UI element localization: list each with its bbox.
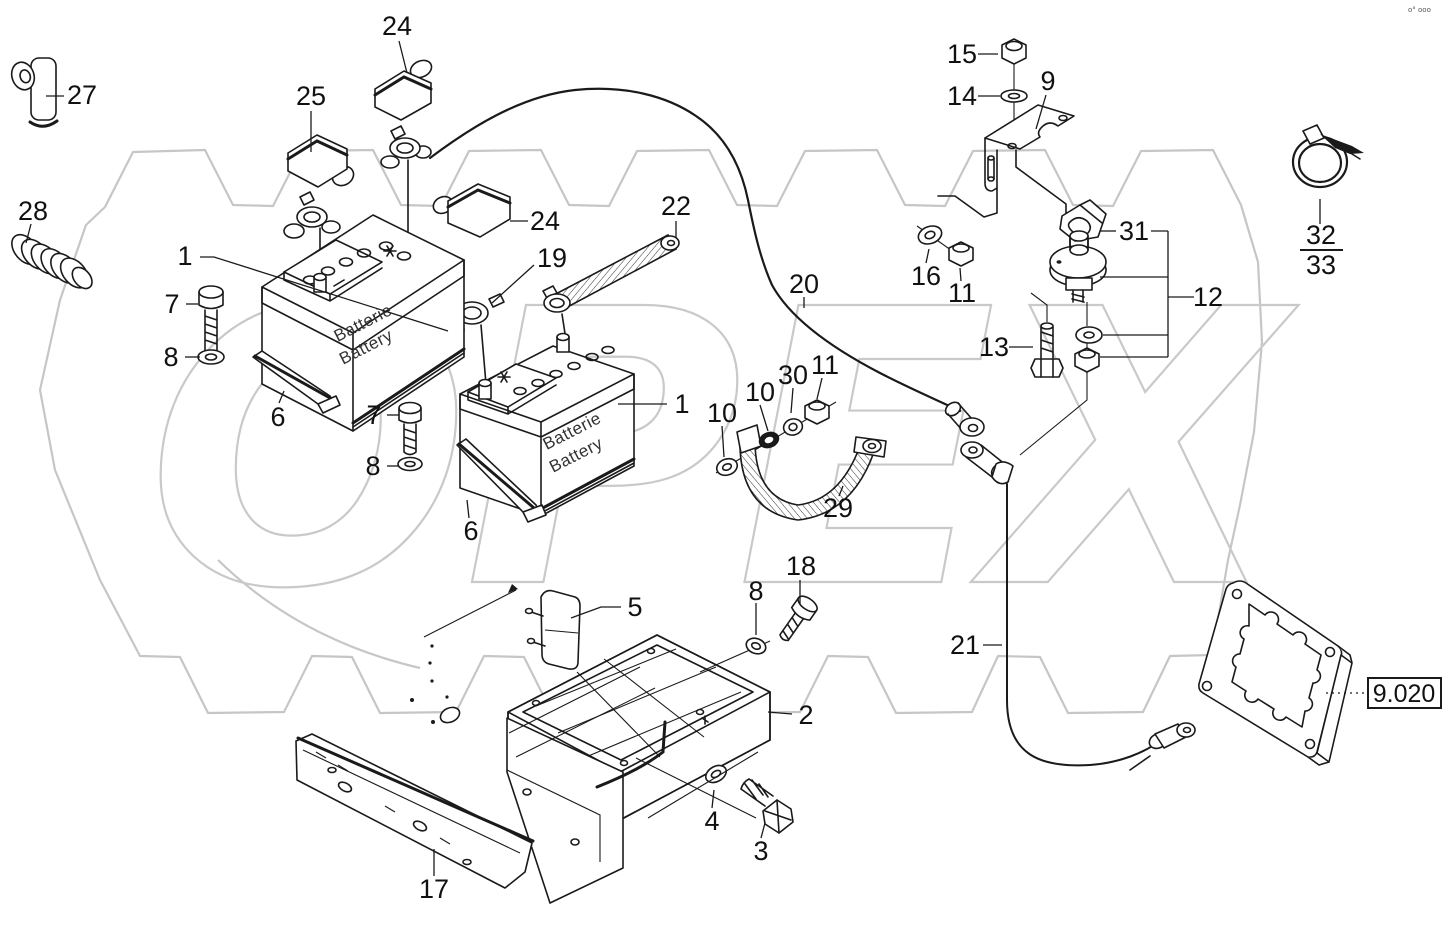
callout-32: 32 [1306,220,1336,250]
battery-1: Batterie Battery [261,214,466,432]
washer-14 [1000,89,1028,103]
callout-20: 20 [789,269,819,299]
nut-11-terminal [948,241,974,267]
callout-33: 33 [1306,250,1336,280]
callout-6: 6 [270,402,285,432]
nut-15 [1001,38,1027,65]
callout-2: 2 [798,700,813,730]
washer-8-left [197,349,225,365]
callout-8: 8 [365,451,380,481]
callout-31: 31 [1119,216,1149,246]
callout-10: 10 [707,398,737,428]
cable-20 [428,87,962,413]
callout-29: 29 [823,493,853,523]
callout-7: 7 [164,289,179,319]
reference-box-9020[interactable]: 9.020 [1326,677,1442,709]
ground-strap-29 [715,399,887,521]
callout-17: 17 [419,874,449,904]
callout-3: 3 [753,836,768,866]
callout-8: 8 [163,342,178,372]
callout-28: 28 [18,196,48,226]
callout-14: 14 [947,81,977,111]
callout-4: 4 [704,806,719,836]
battery-clamp-bar-6a [252,350,341,414]
watermark-gear [38,148,1264,715]
callout-27: 27 [67,80,97,110]
mounting-bracket-17 [295,666,667,904]
callout-21: 21 [950,630,980,660]
terminal-cover-24-top [373,59,433,121]
corrugated-tube-28 [11,233,93,290]
callout-30: 30 [778,360,808,390]
bolt-7-left [198,285,224,356]
cable-tie-32-33 [1291,124,1364,189]
callout-11: 11 [948,278,976,308]
corner-mark: o° ooo [1408,6,1431,14]
callout-18: 18 [786,551,816,581]
washer-4 [704,764,728,784]
bolt-18 [699,595,818,673]
callout-25: 25 [296,81,326,111]
callout-11: 11 [811,350,839,380]
battery-clamp-under-25 [283,191,341,277]
callout-10: 10 [745,377,775,407]
callout-13: 13 [979,332,1009,362]
bracket-9-plate [984,104,1075,150]
callout-12: 12 [1193,282,1223,312]
clamp-31 [1059,199,1107,242]
electronic-module [1198,580,1353,766]
callout-1: 1 [177,241,192,271]
callout-22: 22 [661,191,691,221]
callout-7: 7 [366,400,381,430]
washer-8-right [745,637,767,655]
callout-8: 8 [748,576,763,606]
bolt-3 [740,778,794,834]
terminal-cover-24-right [432,183,512,238]
bolt-7-mid [398,401,422,456]
bracket-9-group [937,38,1075,218]
callout-16: 16 [911,261,941,291]
callout-24: 24 [382,11,412,41]
reference-box-label[interactable]: 9.020 [1373,680,1436,708]
nut-12-group [1074,347,1100,373]
washer-12-group [1075,326,1103,344]
terminal-assembly-12 [916,199,1194,456]
assembly-axis-lines [635,751,759,819]
callout-15: 15 [947,39,977,69]
ground-strap-22 [542,233,680,341]
nut-11-strap [804,399,830,425]
terminal-boot-27 [10,57,59,128]
cable-lugs-21 [944,401,1159,767]
callout-24: 24 [530,206,560,236]
bolt-13 [1030,292,1064,378]
battery-clamp-bar-6b [456,438,547,523]
cable-lug-module [1129,722,1196,771]
leader-lines [25,40,1343,876]
rubber-pad-5 [423,584,581,699]
callout-19: 19 [537,243,567,273]
battery-2: Batterie Battery [459,332,636,517]
callout-9: 9 [1040,66,1055,96]
callout-6: 6 [463,516,478,546]
terminal-cover-25 [286,134,355,188]
washer-8-mid [397,456,423,472]
callout-1: 1 [674,389,689,419]
washer-16 [917,225,943,245]
callout-5: 5 [627,592,642,622]
